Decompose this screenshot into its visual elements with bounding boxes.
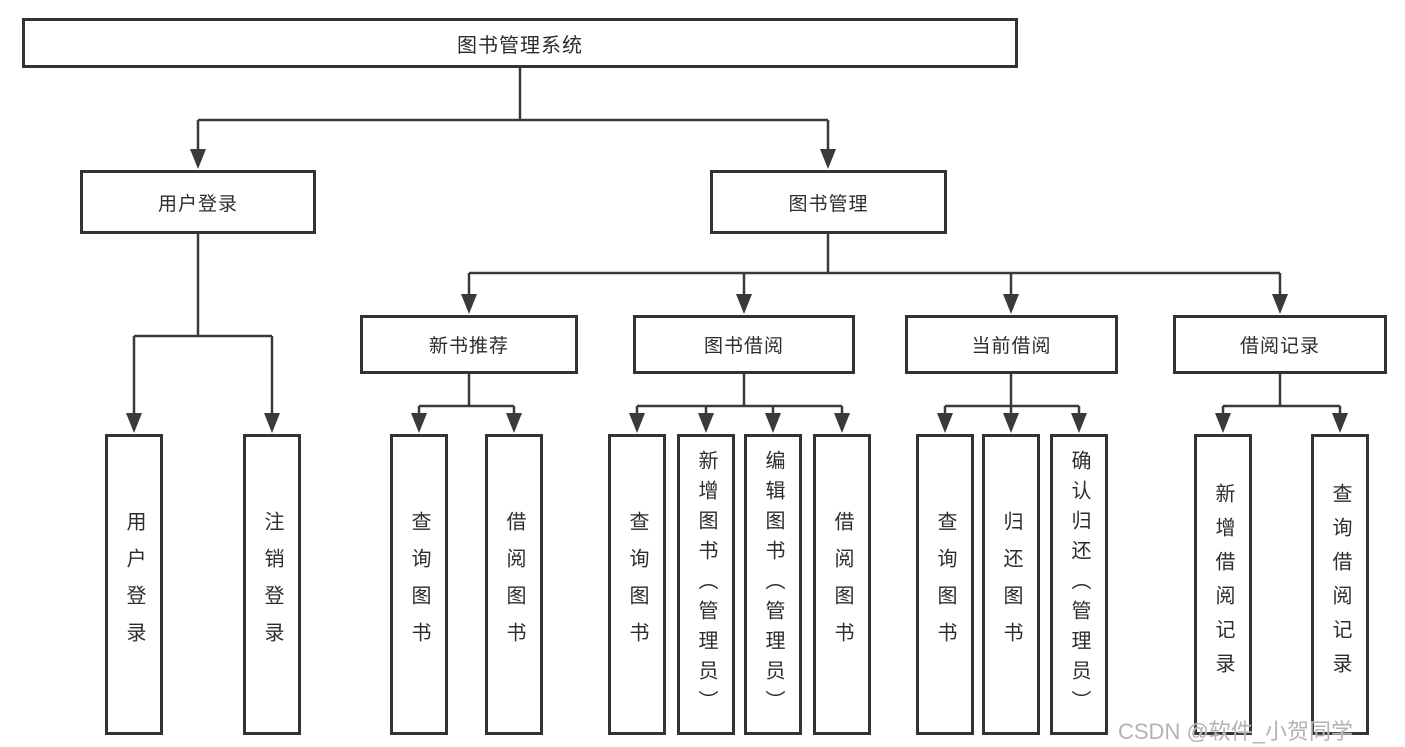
csdn-watermark: CSDN @软件_小贺同学	[1118, 719, 1354, 744]
node-label: 注销登录	[261, 510, 283, 659]
arrowhead-down	[765, 413, 781, 433]
leaf-borrow-books-recommend: 借阅图书	[485, 434, 543, 735]
node-label: 查询图书	[626, 510, 648, 659]
leaf-confirm-return-admin: 确认归还（管理员）	[1050, 434, 1108, 735]
node-book-borrowing: 图书借阅	[633, 315, 855, 374]
node-book-management: 图书管理	[710, 170, 947, 234]
node-label: 当前借阅	[971, 336, 1052, 357]
node-label: 查询借阅记录	[1329, 482, 1351, 687]
arrowhead-down	[411, 413, 427, 433]
leaf-query-borrow-record: 查询借阅记录	[1311, 434, 1369, 735]
node-label: 确认归还（管理员）	[1068, 449, 1090, 720]
node-user-login: 用户登录	[80, 170, 316, 234]
leaf-add-borrow-record: 新增借阅记录	[1194, 434, 1252, 735]
node-label: 查询图书	[934, 510, 956, 659]
arrowhead-down	[1071, 413, 1087, 433]
leaf-query-books-current: 查询图书	[916, 434, 974, 735]
node-root-system: 图书管理系统	[22, 18, 1018, 68]
node-label: 图书管理系统	[457, 34, 583, 57]
leaf-query-books-recommend: 查询图书	[390, 434, 448, 735]
arrowhead-down	[126, 413, 142, 433]
arrowhead-down	[820, 149, 836, 169]
arrowhead-down	[1003, 294, 1019, 314]
node-label: 编辑图书（管理员）	[762, 449, 784, 720]
arrowhead-down	[629, 413, 645, 433]
leaf-borrow-books: 借阅图书	[813, 434, 871, 735]
node-label: 图书借阅	[703, 336, 784, 357]
arrowhead-down	[736, 294, 752, 314]
arrowhead-down	[834, 413, 850, 433]
leaf-add-books-admin: 新增图书（管理员）	[677, 434, 735, 735]
arrowhead-down	[461, 294, 477, 314]
node-label: 新增图书（管理员）	[695, 449, 717, 720]
node-label: 借阅图书	[503, 510, 525, 659]
node-label: 借阅记录	[1239, 336, 1320, 357]
arrowhead-down	[1215, 413, 1231, 433]
node-current-borrowing: 当前借阅	[905, 315, 1118, 374]
arrowhead-down	[1003, 413, 1019, 433]
arrowhead-down	[506, 413, 522, 433]
arrowhead-down	[1272, 294, 1288, 314]
leaf-user-login: 用户登录	[105, 434, 163, 735]
arrowhead-down	[190, 149, 206, 169]
node-label: 用户登录	[123, 510, 145, 659]
node-label: 用户登录	[157, 193, 238, 215]
node-label: 查询图书	[408, 510, 430, 659]
node-label: 归还图书	[1000, 510, 1022, 659]
arrowhead-down	[937, 413, 953, 433]
leaf-logout-login: 注销登录	[243, 434, 301, 735]
leaf-edit-books-admin: 编辑图书（管理员）	[744, 434, 802, 735]
leaf-return-books: 归还图书	[982, 434, 1040, 735]
arrowhead-down	[698, 413, 714, 433]
arrowhead-down	[1332, 413, 1348, 433]
node-label: 图书管理	[788, 193, 869, 215]
leaf-query-books-borrowing: 查询图书	[608, 434, 666, 735]
node-new-book-recommend: 新书推荐	[360, 315, 578, 374]
node-label: 借阅图书	[831, 510, 853, 659]
node-borrowing-records: 借阅记录	[1173, 315, 1387, 374]
node-label: 新增借阅记录	[1212, 482, 1234, 687]
arrowhead-down	[264, 413, 280, 433]
node-label: 新书推荐	[428, 336, 509, 357]
